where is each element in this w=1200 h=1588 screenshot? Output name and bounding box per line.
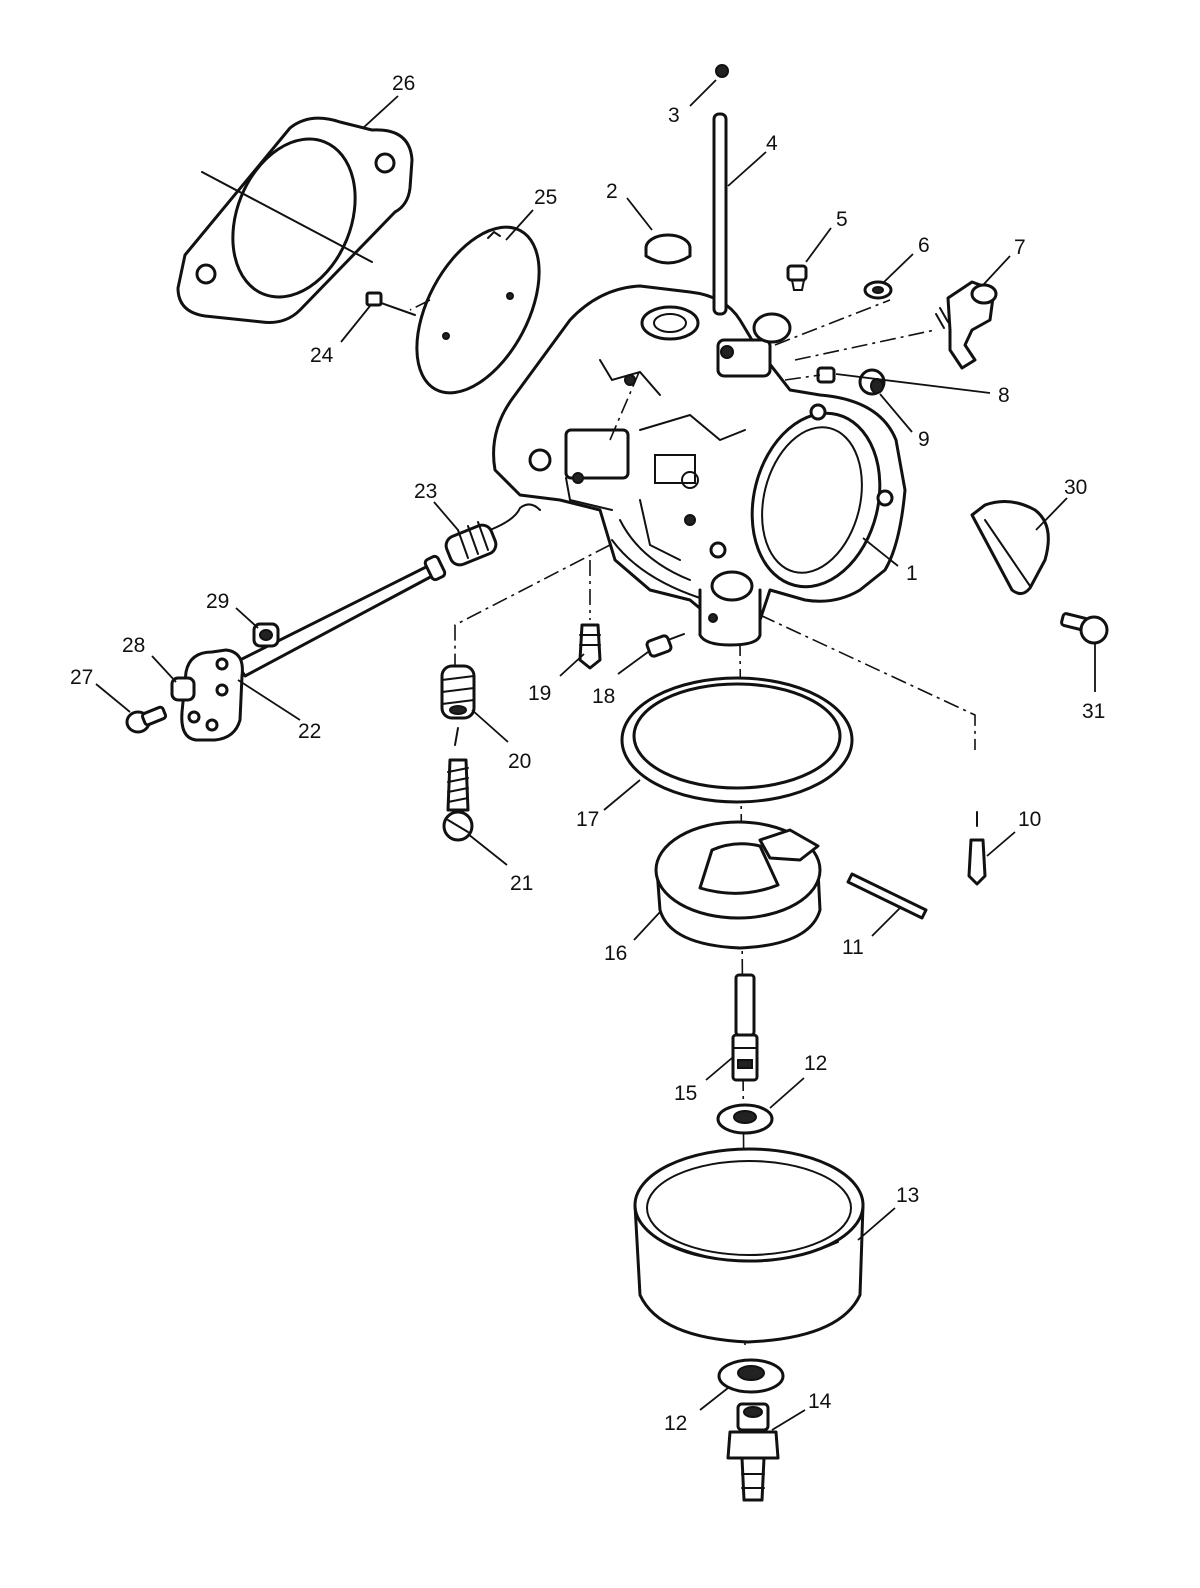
callout-26: 26 (392, 72, 415, 95)
part-30-clip (970, 499, 1050, 595)
part-25-cover-plate (415, 225, 541, 395)
callout-5: 5 (836, 208, 848, 231)
connection-lines (409, 299, 976, 750)
part-21-mixture-needle (442, 727, 474, 842)
callout-28: 28 (122, 634, 145, 657)
part-28-bushing (170, 676, 196, 702)
part-24-screw (365, 291, 416, 316)
callout-31: 31 (1082, 700, 1105, 723)
part-2-welch-plug (644, 233, 692, 265)
part-19-jet (578, 623, 602, 670)
part-14-drain-fitting (726, 1402, 780, 1502)
callout-15: 15 (674, 1082, 697, 1105)
callout-8: 8 (998, 384, 1010, 407)
callout-14: 14 (808, 1390, 832, 1413)
part-11-float-pin (846, 872, 928, 920)
part-31-screw (1060, 612, 1109, 645)
part-18-screw (645, 633, 685, 658)
part-4-rod (712, 112, 728, 316)
callout-30: 30 (1064, 476, 1087, 499)
callout-9: 9 (918, 428, 930, 451)
callout-27: 27 (70, 666, 93, 689)
callout-18: 18 (592, 685, 615, 708)
part-27-screw (125, 705, 168, 734)
part-8-nut (816, 366, 836, 384)
part-9-screw (858, 368, 886, 396)
callout-4: 4 (766, 132, 778, 155)
part-12-washer-upper (716, 1103, 774, 1135)
callout-2: 2 (606, 180, 618, 203)
part-15-main-nozzle (731, 973, 759, 1082)
part-22-throttle-shaft (180, 554, 447, 742)
part-3-ball (715, 64, 729, 78)
part-26-mounting-gasket (176, 116, 414, 324)
part-12-washer-lower (717, 1358, 785, 1394)
callout-10: 10 (1018, 808, 1041, 831)
part-29-nut (252, 622, 280, 648)
part-17-bowl-gasket (620, 676, 854, 804)
part-20-spring (440, 664, 476, 720)
part-6-washer (863, 280, 893, 300)
part-13-float-bowl (633, 1147, 865, 1344)
part-7-elbow-fitting (935, 280, 998, 370)
callout-24: 24 (310, 344, 334, 367)
callout-13: 13 (896, 1184, 919, 1207)
callout-29: 29 (206, 590, 229, 613)
callout-12-upper: 12 (804, 1052, 827, 1075)
callout-1: 1 (906, 562, 918, 585)
callout-labels: 1 2 3 4 5 6 7 8 9 10 11 12 12 13 14 15 1… (70, 72, 1105, 1435)
callout-17: 17 (576, 808, 599, 831)
part-5-screw (786, 264, 808, 291)
callout-11: 11 (842, 936, 864, 959)
callout-21: 21 (510, 872, 533, 895)
callout-22: 22 (298, 720, 321, 743)
callout-16: 16 (604, 942, 627, 965)
callout-23: 23 (414, 480, 437, 503)
callout-20: 20 (508, 750, 531, 773)
callout-25: 25 (534, 186, 557, 209)
part-23-spring (444, 503, 541, 567)
leader-lines (95, 79, 1096, 1431)
part-1-carburetor-body (492, 284, 907, 647)
callout-12-lower: 12 (664, 1412, 687, 1435)
part-10-inlet-needle (967, 811, 987, 886)
callout-6: 6 (918, 234, 930, 257)
callout-3: 3 (668, 104, 680, 127)
callout-7: 7 (1014, 236, 1026, 259)
callout-19: 19 (528, 682, 551, 705)
part-16-float (654, 820, 822, 950)
